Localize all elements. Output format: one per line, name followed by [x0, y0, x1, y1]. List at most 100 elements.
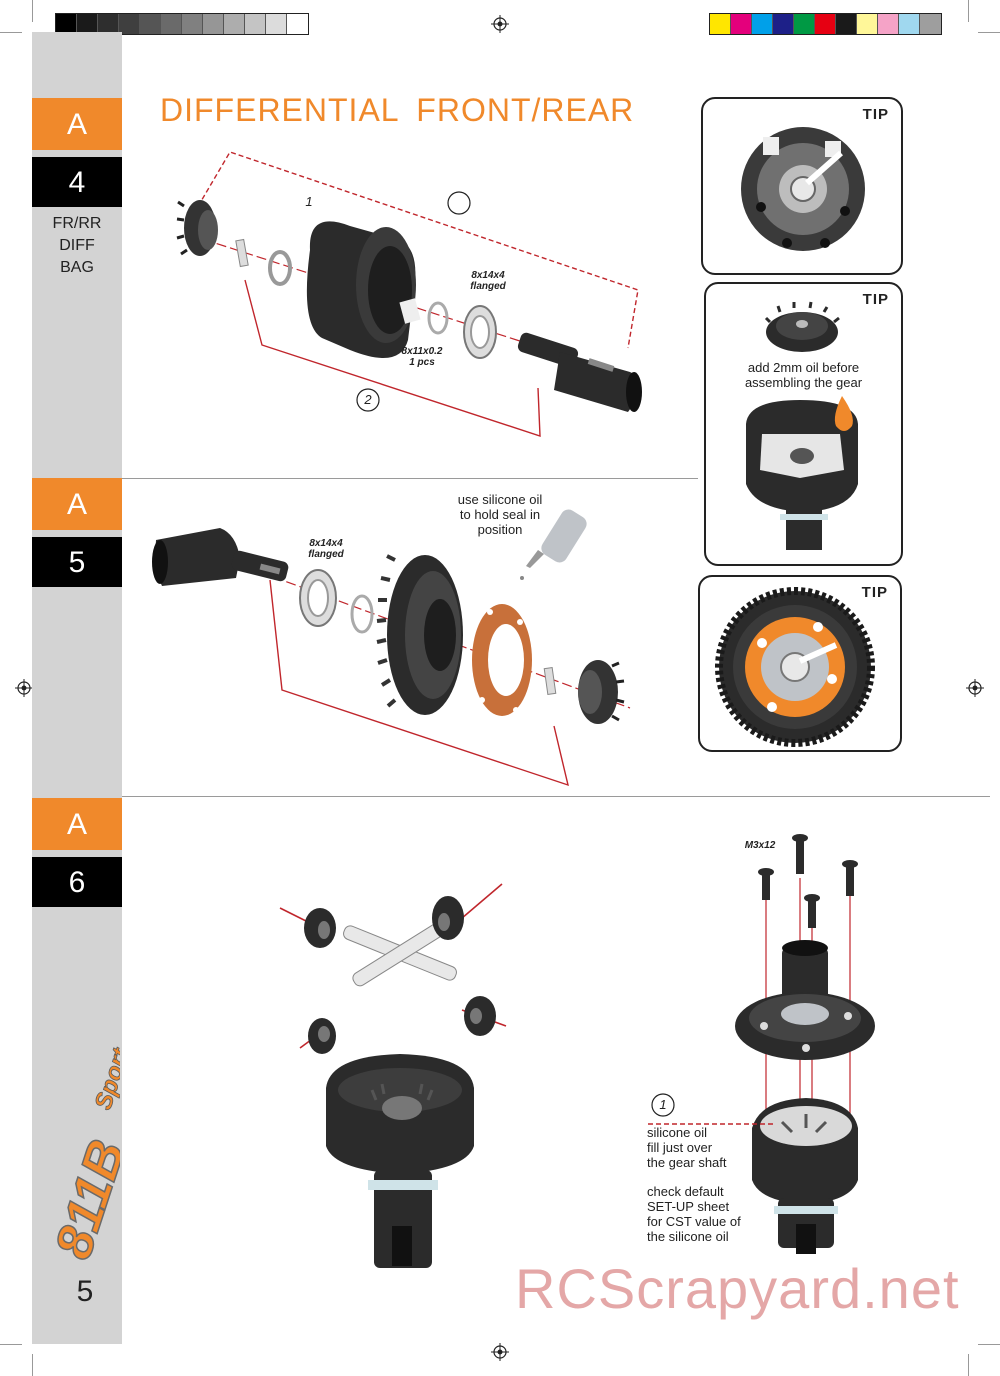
spec-line: 8x11x0.2 [401, 346, 443, 357]
step4-exploded-diagram [176, 151, 642, 437]
spec-line: flanged [470, 281, 506, 292]
shim-spec-label: 8x11x0.2 1 pcs [390, 346, 454, 368]
calibration-swatch [140, 14, 161, 34]
note-line: the silicone oil [647, 1229, 729, 1244]
tip-label: TIP [861, 584, 888, 601]
spec-line: 8x14x4 [471, 270, 505, 281]
spec-line: flanged [308, 549, 344, 560]
calibration-swatch [857, 14, 878, 34]
calibration-swatch [773, 14, 794, 34]
trim-mark [968, 0, 969, 22]
bearing-spec-label: 8x14x4 flanged [458, 270, 518, 292]
oil-note: use silicone oil to hold seal in positio… [440, 492, 560, 537]
tip-label: TIP [862, 106, 889, 123]
sidebar [32, 32, 122, 1344]
step-number: 6 [32, 857, 122, 907]
calibration-swatch [920, 14, 941, 34]
calibration-swatch [245, 14, 266, 34]
grayscale-calibration-strip [55, 13, 309, 35]
note-line: position [477, 522, 523, 537]
tip-diff-oil-image [746, 396, 858, 550]
tip-box: TIP add 2mm oil before assembling the ge… [704, 282, 903, 566]
tip-label: TIP [862, 291, 889, 308]
tip-diff-case-image [741, 127, 865, 251]
calibration-swatch [56, 14, 77, 34]
calibration-swatch [224, 14, 245, 34]
trim-mark [968, 1354, 969, 1376]
spec-line: 1 pcs [409, 357, 435, 368]
trim-mark [0, 1344, 22, 1345]
note-line: assembling the gear [744, 375, 863, 390]
calibration-swatch [878, 14, 899, 34]
calibration-swatch [815, 14, 836, 34]
note-line: to hold seal in [459, 507, 541, 522]
silicone-oil-note: silicone oil fill just over the gear sha… [647, 1125, 757, 1170]
section-divider [122, 796, 990, 797]
diff-case-outdrive-image [368, 1170, 438, 1268]
trim-mark [32, 1354, 33, 1376]
bag-label-line: DIFF [59, 237, 95, 254]
step-letter: A [32, 98, 122, 150]
note-line: check default [647, 1184, 724, 1199]
note-line: SET-UP sheet [647, 1199, 730, 1214]
page-number: 5 [76, 1275, 94, 1308]
registration-mark-icon [491, 15, 509, 33]
trim-mark [978, 32, 1000, 33]
step-number: 5 [32, 537, 122, 587]
tip-box: TIP [701, 97, 903, 275]
setup-sheet-note: check default SET-UP sheet for CST value… [647, 1184, 767, 1244]
watermark: RCScrapyard.net [515, 1257, 960, 1320]
trim-mark [0, 32, 22, 33]
calibration-swatch [119, 14, 140, 34]
note-line: use silicone oil [457, 492, 543, 507]
calibration-swatch [266, 14, 287, 34]
bag-label-line: BAG [60, 259, 94, 276]
tip-note: add 2mm oil before assembling the gear [706, 360, 901, 390]
note-line: for CST value of [647, 1214, 741, 1229]
calibration-swatch [161, 14, 182, 34]
note-line: silicone oil [647, 1125, 707, 1140]
callout-number: 1 [659, 1097, 667, 1112]
callout-number: 1 [305, 194, 313, 209]
step5-exploded-diagram [152, 509, 631, 787]
section-divider [122, 478, 698, 479]
calibration-swatch [731, 14, 752, 34]
step-letter: A [32, 478, 122, 530]
tip-box: TIP [698, 575, 902, 752]
calibration-swatch [794, 14, 815, 34]
bag-label-line: FR/RR [52, 215, 102, 232]
calibration-swatch [287, 14, 308, 34]
logo-text: 811B [48, 1133, 120, 1265]
step6-spider-gear-diagram [279, 883, 507, 1174]
brand-logo: 811B Sport [48, 1044, 120, 1267]
step-number: 4 [32, 157, 122, 207]
spec-line: 8x14x4 [309, 538, 343, 549]
calibration-swatch [98, 14, 119, 34]
calibration-swatch [899, 14, 920, 34]
step-letter: A [32, 798, 122, 850]
trim-mark [32, 0, 33, 22]
logo-subtext: Sport [90, 1044, 120, 1113]
note-line: fill just over [647, 1140, 713, 1155]
calibration-swatch [182, 14, 203, 34]
registration-mark-icon [15, 679, 33, 697]
calibration-swatch [710, 14, 731, 34]
screw-spec-label: M3x12 [744, 840, 776, 851]
page-title: DIFFERENTIAL FRONT/REAR [160, 92, 635, 128]
bearing-spec-label: 8x14x4 flanged [296, 538, 356, 560]
registration-mark-icon [966, 679, 984, 697]
tip-ring-gear-gasket-image [715, 587, 875, 747]
trim-mark [978, 1344, 1000, 1345]
color-calibration-strip [709, 13, 942, 35]
step6-assembly-diagram [735, 834, 875, 1254]
note-line: add 2mm oil before [747, 360, 860, 375]
oil-level-line [648, 1093, 776, 1125]
calibration-swatch [203, 14, 224, 34]
calibration-swatch [836, 14, 857, 34]
bag-label: FR/RR DIFF BAG [32, 213, 122, 279]
note-line: the gear shaft [647, 1155, 727, 1170]
calibration-swatch [752, 14, 773, 34]
registration-mark-icon [491, 1343, 509, 1361]
tip-bevel-gear-image [764, 301, 840, 352]
callout-number: 2 [364, 392, 372, 407]
